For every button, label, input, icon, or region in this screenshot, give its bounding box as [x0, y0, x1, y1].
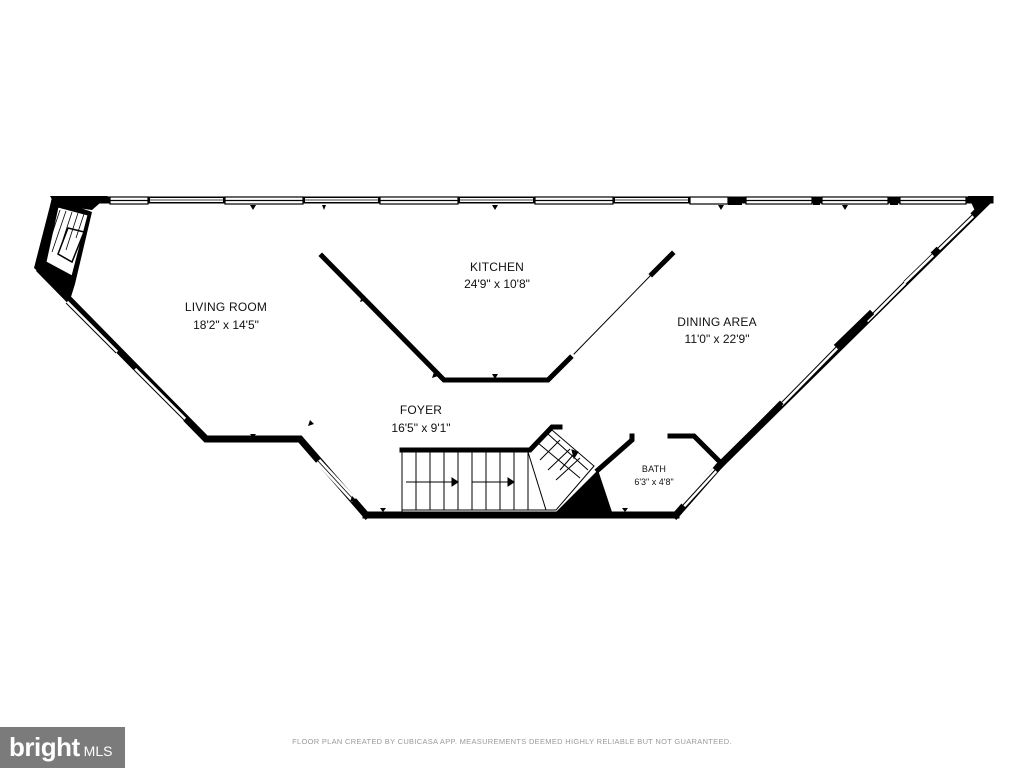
dining-area-dims: 11'0" x 22'9" — [685, 332, 750, 346]
exterior-walls — [36, 195, 994, 520]
logo-brand: bright — [9, 732, 80, 762]
bath-window — [680, 467, 718, 508]
bath-dims: 6'3" x 4'8" — [634, 477, 673, 487]
kitchen-dims: 24'9" x 10'8" — [464, 277, 530, 291]
staircase-icon — [401, 429, 595, 511]
kitchen-name: KITCHEN — [470, 260, 524, 274]
foyer-name: FOYER — [400, 403, 442, 417]
foyer-entry-opening — [315, 458, 357, 503]
windows — [109, 196, 967, 205]
right-diagonal-windows — [777, 212, 975, 407]
door-swing-icon — [250, 205, 848, 512]
dining-area-name: DINING AREA — [677, 315, 757, 329]
disclaimer-footer: FLOOR PLAN CREATED BY CUBICASA APP. MEAS… — [292, 737, 732, 746]
living-room-dims: 18'2" x 14'5" — [193, 318, 259, 332]
living-room-name: LIVING ROOM — [185, 300, 267, 314]
bright-mls-logo: bright MLS — [0, 727, 125, 768]
left-slope-windows — [63, 300, 187, 423]
bath-name: BATH — [642, 464, 666, 474]
foyer-dims: 16'5" x 9'1" — [391, 421, 450, 435]
logo-suffix: MLS — [83, 742, 113, 759]
corner-blocks — [50, 196, 994, 213]
fireplace-icon — [34, 198, 92, 300]
interior-walls — [318, 250, 875, 513]
room-labels: LIVING ROOM 18'2" x 14'5" KITCHEN 24'9" … — [185, 260, 757, 487]
under-stair-wedge — [556, 470, 612, 512]
